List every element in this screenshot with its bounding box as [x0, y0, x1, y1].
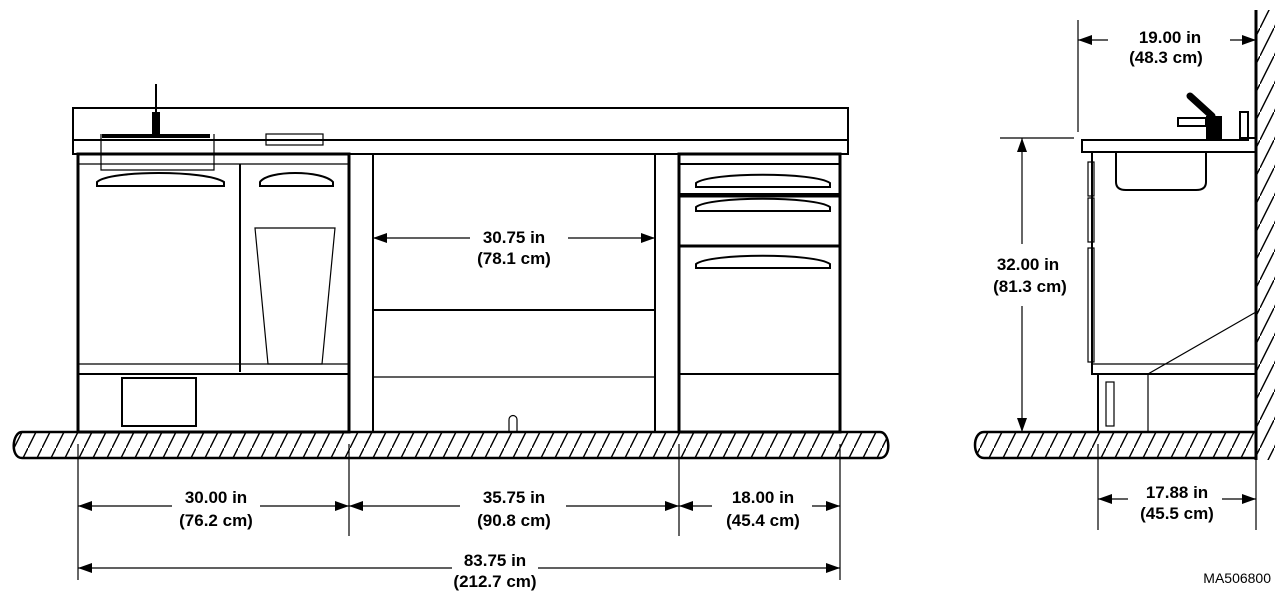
extension-lines: [77, 444, 841, 580]
drawer-cabinet-width-label: 18.00 in: [732, 488, 794, 507]
side-floor-hatch: [973, 430, 1258, 460]
base-depth-metric: (45.5 cm): [1140, 504, 1214, 523]
sink-basin: [100, 134, 215, 171]
sink-cabinet: [76, 152, 351, 434]
countertop-depth-label: 19.00 in: [1139, 28, 1201, 47]
counter-height-metric: (81.3 cm): [993, 277, 1067, 296]
faucet-icon: [102, 84, 210, 138]
countertop: [72, 107, 849, 155]
sink-cabinet-width-metric: (76.2 cm): [179, 511, 253, 530]
drawer-cabinet-width-metric: (45.4 cm): [726, 511, 800, 530]
wall-hatch: [1254, 10, 1275, 460]
drawer-cabinet: [677, 152, 842, 434]
knee-space-width-label: 35.75 in: [483, 488, 545, 507]
knee-clear-width-label: 30.75 in: [483, 228, 545, 247]
overall-width-label: 83.75 in: [464, 551, 526, 570]
side-cabinet-body: [1087, 151, 1257, 432]
overall-width-metric: (212.7 cm): [453, 572, 536, 591]
knee-clear-width-metric: (78.1 cm): [477, 249, 551, 268]
drawing-code: MA506800: [1203, 570, 1271, 586]
counter-height-label: 32.00 in: [997, 255, 1059, 274]
sink-cabinet-width-label: 30.00 in: [185, 488, 247, 507]
knee-space-width-metric: (90.8 cm): [477, 511, 551, 530]
base-depth-label: 17.88 in: [1146, 483, 1208, 502]
cabinet-handles: [96, 172, 831, 269]
side-view: 19.00 in (48.3 cm) 32.00 in (81.3 cm) 17…: [973, 10, 1275, 530]
front-view: 30.75 in (78.1 cm) 30.00 in (76.2 cm) 35…: [12, 84, 890, 591]
side-countertop: [1081, 111, 1257, 191]
side-faucet-icon: [1177, 92, 1222, 140]
knee-space: [348, 153, 680, 433]
floor-hatch: [12, 430, 890, 460]
countertop-depth-metric: (48.3 cm): [1129, 48, 1203, 67]
